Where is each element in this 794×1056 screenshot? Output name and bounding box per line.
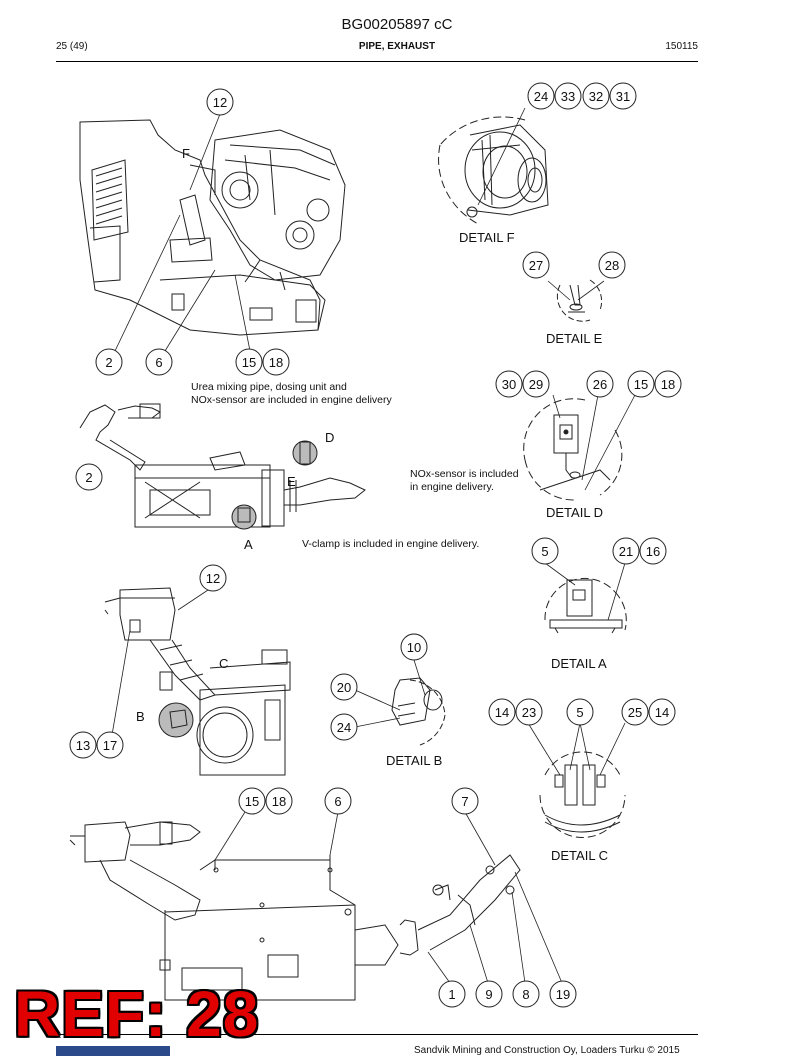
callout-23: 23 <box>522 705 536 720</box>
callout-16: 16 <box>646 544 660 559</box>
callout-31: 31 <box>616 89 630 104</box>
callout-17: 17 <box>103 738 117 753</box>
letter-a: A <box>244 537 253 552</box>
header-rule <box>56 61 698 62</box>
leader-lines <box>111 107 636 984</box>
callout-7: 7 <box>461 794 468 809</box>
footer-rule <box>56 1034 698 1035</box>
bottom-assembly-drawing <box>69 821 521 1001</box>
detail-e-caption: DETAIL E <box>546 331 603 346</box>
letter-b: B <box>136 709 145 724</box>
callout-14: 14 <box>655 705 669 720</box>
detail-e-drawing <box>556 279 603 322</box>
callout-18: 18 <box>272 794 286 809</box>
detail-d-drawing <box>523 398 623 501</box>
note-urea-line1: Urea mixing pipe, dosing unit and <box>191 381 347 393</box>
callout-15: 15 <box>245 794 259 809</box>
callout-14: 14 <box>495 705 509 720</box>
note-nox-line2: in engine delivery. <box>410 481 494 493</box>
callout-21: 21 <box>619 544 633 559</box>
callout-9: 9 <box>485 987 492 1002</box>
callout-28: 28 <box>605 258 619 273</box>
callout-1: 1 <box>448 987 455 1002</box>
note-vclamp: V-clamp is included in engine delivery. <box>302 538 480 550</box>
callout-12: 12 <box>206 571 220 586</box>
callout-24: 24 <box>534 89 548 104</box>
callout-12: 12 <box>213 95 227 110</box>
callout-15: 15 <box>242 355 256 370</box>
callout-18: 18 <box>661 377 675 392</box>
callout-25: 25 <box>628 705 642 720</box>
detail-d-caption: DETAIL D <box>546 505 603 520</box>
machine-overview-drawing <box>79 119 346 336</box>
detail-a-drawing <box>544 577 627 634</box>
callout-5: 5 <box>541 544 548 559</box>
detail-c-caption: DETAIL C <box>551 848 608 863</box>
callout-26: 26 <box>593 377 607 392</box>
callout-15: 15 <box>634 377 648 392</box>
callout-6: 6 <box>155 355 162 370</box>
company-logo <box>56 1046 170 1056</box>
letter-c: C <box>219 656 228 671</box>
ref-stamp: REF: 28 <box>14 978 260 1050</box>
callout-24: 24 <box>337 720 351 735</box>
callout-6: 6 <box>334 794 341 809</box>
callout-32: 32 <box>589 89 603 104</box>
detail-c-drawing <box>539 751 626 838</box>
letter-f: F <box>182 146 190 161</box>
exhaust-assembly-drawing <box>79 403 366 530</box>
muffler-assembly-drawing <box>104 587 291 776</box>
detail-b-drawing <box>391 677 446 746</box>
page-title: PIPE, EXHAUST <box>358 41 436 52</box>
callout-19: 19 <box>556 987 570 1002</box>
page-number: 25 (49) <box>56 41 88 52</box>
callout-33: 33 <box>561 89 575 104</box>
note-nox-line1: NOx-sensor is included <box>410 468 519 480</box>
note-urea-line2: NOx-sensor are included in engine delive… <box>191 394 392 406</box>
detail-b-caption: DETAIL B <box>386 753 442 768</box>
footer-copyright: Sandvik Mining and Construction Oy, Load… <box>414 1045 680 1056</box>
detail-a-caption: DETAIL A <box>551 656 607 671</box>
callout-2: 2 <box>85 470 92 485</box>
detail-f-drawing <box>438 116 549 226</box>
document-code: 150115 <box>665 41 698 52</box>
callout-13: 13 <box>76 738 90 753</box>
callout-10: 10 <box>407 640 421 655</box>
callout-20: 20 <box>337 680 351 695</box>
callout-2: 2 <box>105 355 112 370</box>
callout-29: 29 <box>529 377 543 392</box>
letter-e: E <box>287 474 296 489</box>
document-id: BG00205897 cC <box>341 16 453 33</box>
detail-f-caption: DETAIL F <box>459 230 515 245</box>
callout-27: 27 <box>529 258 543 273</box>
callout-30: 30 <box>502 377 516 392</box>
callout-18: 18 <box>269 355 283 370</box>
callout-8: 8 <box>522 987 529 1002</box>
letter-d: D <box>325 430 334 445</box>
callout-5: 5 <box>576 705 583 720</box>
